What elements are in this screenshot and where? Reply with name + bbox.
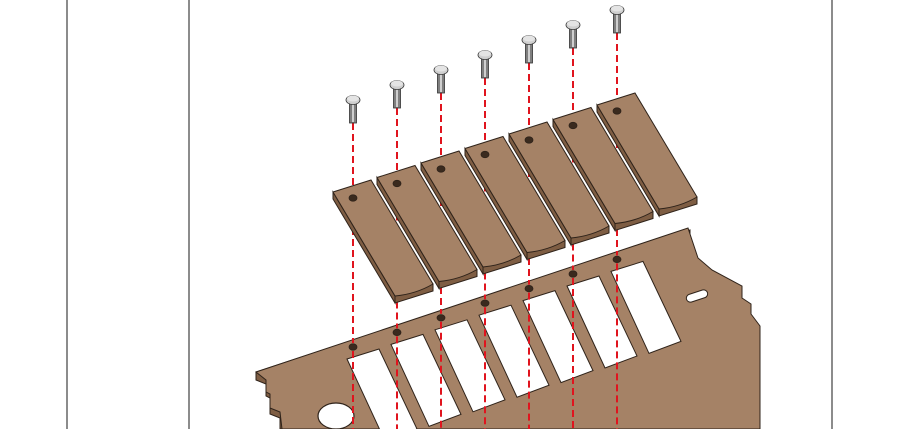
slat: [464, 135, 566, 262]
plate-rivet-hole: [524, 284, 534, 293]
rivet-highlight: [616, 12, 618, 32]
slat: [420, 150, 522, 276]
rivets: [345, 5, 625, 124]
plate-rivet-hole: [480, 299, 490, 307]
rivet-head-top: [611, 5, 623, 12]
plate-window: [566, 275, 638, 369]
rivet-highlight: [528, 42, 530, 62]
slat: [596, 92, 698, 218]
plate-window: [434, 319, 506, 413]
rivet: [433, 65, 449, 94]
plate-rivet-hole: [436, 314, 446, 322]
slat-rivet-hole: [568, 121, 578, 130]
base-grille-plate: [254, 227, 761, 429]
slat: [376, 164, 478, 291]
rivet: [521, 35, 537, 64]
rivet-highlight: [396, 87, 398, 107]
rivet: [389, 80, 405, 109]
slat-top: [332, 179, 434, 297]
rivet-head-top: [347, 95, 359, 102]
slat-top: [464, 135, 566, 254]
rivet-highlight: [440, 72, 442, 92]
slat: [332, 179, 434, 305]
slat-rivet-hole: [392, 179, 402, 188]
plate-rivet-hole: [612, 255, 622, 263]
rivet-head-top: [567, 20, 579, 27]
slat-top: [552, 106, 654, 225]
slat: [508, 121, 610, 247]
plate-window: [610, 260, 682, 355]
slat-rivet-hole: [480, 150, 490, 159]
plate-window: [478, 304, 550, 398]
base-plate-round-hole: [317, 402, 355, 429]
slat-top: [596, 92, 698, 210]
rivet-highlight: [572, 27, 574, 47]
rivet-highlight: [352, 102, 354, 122]
rivet: [565, 20, 581, 49]
plate-rivet-hole: [392, 328, 402, 336]
slat-rivet-hole: [348, 194, 358, 202]
slat-top: [376, 164, 478, 283]
rivet: [477, 50, 493, 79]
slat: [552, 106, 654, 233]
plate-rivet-hole: [568, 270, 578, 278]
rivet-head-top: [435, 65, 447, 72]
rivet: [345, 95, 361, 124]
slat-rivet-hole: [612, 107, 622, 115]
base-plate-slot: [685, 289, 709, 303]
slat-top: [420, 150, 522, 268]
base-plate-windows: [346, 260, 682, 429]
rivet-head-top: [523, 35, 535, 42]
slat-top: [508, 121, 610, 239]
slat-rivet-hole: [524, 136, 534, 144]
plate-window: [522, 289, 594, 384]
plate-window: [346, 348, 418, 429]
slat-rivet-hole: [436, 165, 446, 173]
base-plate-holes: [348, 255, 622, 351]
plate-rivet-hole: [348, 343, 358, 351]
rivet-head-top: [391, 80, 403, 87]
rivet-highlight: [484, 57, 486, 77]
slats: [332, 92, 698, 305]
rivet-head-top: [479, 50, 491, 57]
rivet: [609, 5, 625, 34]
plate-window: [390, 333, 462, 428]
